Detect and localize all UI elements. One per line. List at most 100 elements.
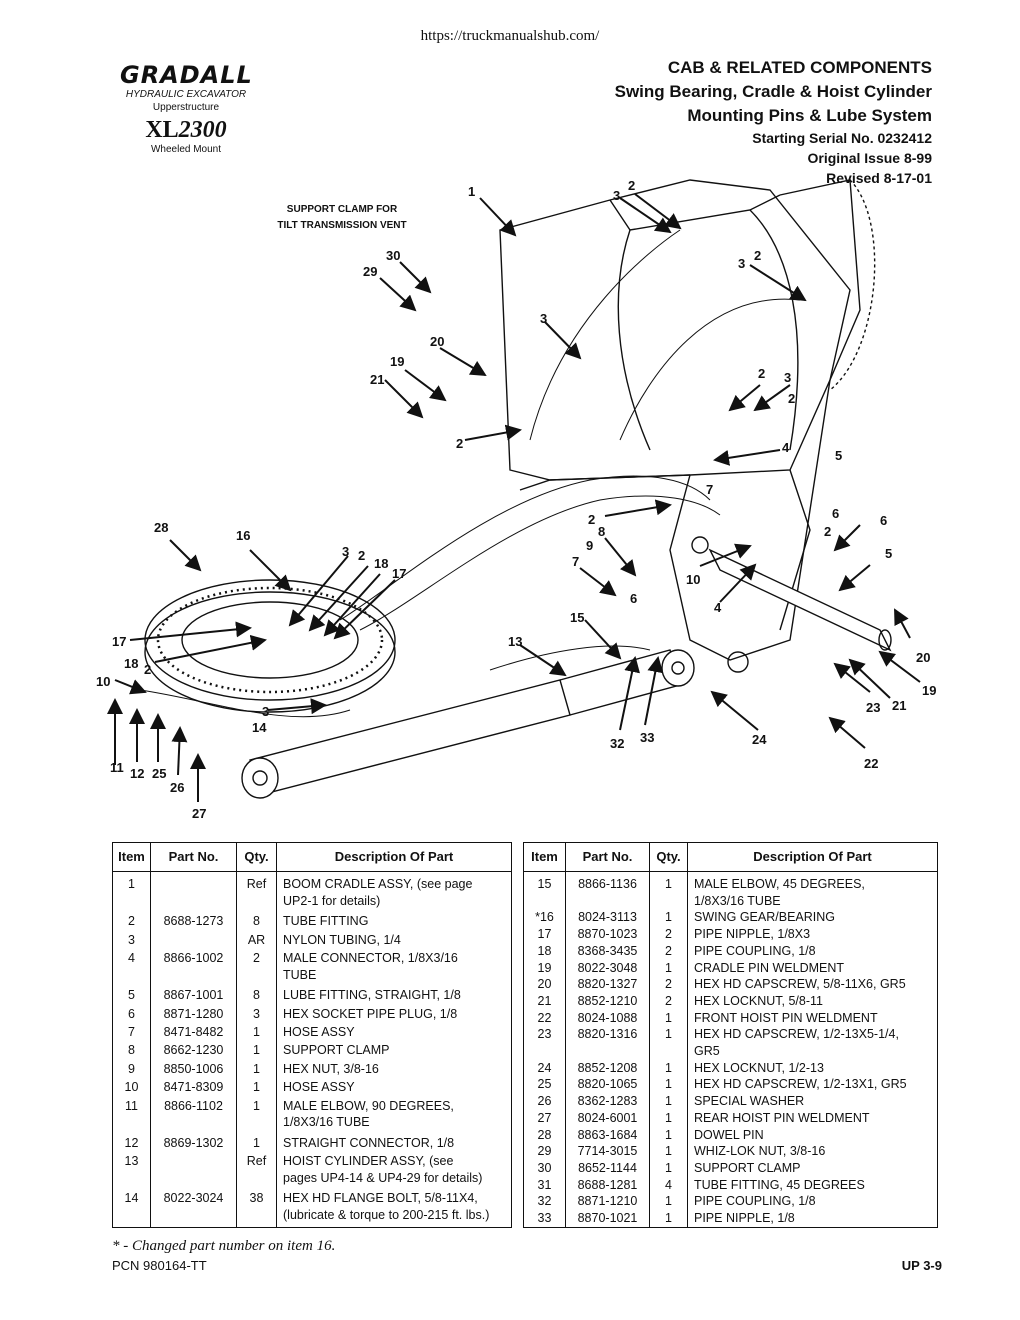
description-line: SUPPORT CLAMP xyxy=(694,1160,801,1175)
qty-cell: 1 xyxy=(236,1042,277,1061)
description-line: TUBE FITTING xyxy=(283,914,369,929)
callout-arrows xyxy=(107,193,921,802)
item-cell: 1 xyxy=(112,871,151,914)
item-cell: 17 xyxy=(523,926,566,943)
description-cell: PIPE NIPPLE, 1/8 xyxy=(687,1210,938,1229)
description-cell: HEX LOCKNUT, 5/8-11 xyxy=(687,992,938,1010)
part-number-cell: 8471-8309 xyxy=(150,1079,237,1098)
qty-cell: 1 xyxy=(649,1076,688,1094)
source-url[interactable]: https://truckmanualshub.com/ xyxy=(420,28,600,44)
callout: 25 xyxy=(152,766,166,781)
part-number-cell: 8852-1208 xyxy=(565,1059,650,1077)
callout-numbers: 1 2 3 3 2 30 29 3 20 19 21 2 2 3 2 4 5 7… xyxy=(96,178,936,821)
model-prefix: XL xyxy=(145,117,179,143)
qty-cell: 1 xyxy=(649,1143,688,1160)
callout: 2 xyxy=(588,512,595,527)
callout: 8 xyxy=(598,524,605,539)
description-cell: DOWEL PIN xyxy=(687,1126,938,1144)
callout: 5 xyxy=(885,546,892,561)
item-cell: 22 xyxy=(523,1009,566,1027)
description-cell: STRAIGHT CONNECTOR, 1/8 xyxy=(276,1134,512,1154)
cradle-pin-drawing xyxy=(708,548,892,652)
description-line: STRAIGHT CONNECTOR, 1/8 xyxy=(283,1135,455,1150)
part-number-cell: 8870-1023 xyxy=(565,926,650,943)
description-line: SUPPORT CLAMP xyxy=(283,1043,390,1058)
description-line: HEX HD CAPSCREW, 1/2-13X5-1/4, xyxy=(694,1027,899,1042)
description-line: BOOM CRADLE ASSY, (see page xyxy=(283,877,473,891)
qty-cell: 38 xyxy=(236,1189,277,1228)
callout: 3 xyxy=(342,544,349,559)
qty-cell: 3 xyxy=(236,1005,277,1024)
original-issue: Original Issue 8-99 xyxy=(807,150,933,166)
description-line: PIPE NIPPLE, 1/8X3 xyxy=(694,927,811,942)
description-cell: SUPPORT CLAMP xyxy=(687,1159,938,1177)
page-number: UP 3-9 xyxy=(901,1258,942,1273)
qty-cell: 8 xyxy=(236,987,277,1006)
item-cell: 32 xyxy=(523,1193,566,1211)
description-cell: TUBE FITTING, 45 DEGREES xyxy=(687,1176,938,1194)
qty-cell: Ref xyxy=(236,1153,277,1190)
description-cell: HEX HD CAPSCREW, 1/2-13X5-1/4, GR5 xyxy=(687,1026,938,1060)
qty-cell: 1 xyxy=(649,1109,688,1127)
callout: 22 xyxy=(864,756,878,771)
description-line: 1/8X3/16 TUBE xyxy=(283,1115,370,1130)
description-line: HOIST CYLINDER ASSY, (see xyxy=(283,1154,454,1169)
description-cell: HEX HD CAPSCREW, 5/8-11X6, GR5 xyxy=(687,976,938,993)
item-cell: 11 xyxy=(112,1097,151,1135)
part-number-cell xyxy=(150,931,237,951)
serial-number: Starting Serial No. 0232412 xyxy=(752,130,932,146)
callout: 18 xyxy=(374,556,388,571)
part-number-cell: 8024-3113 xyxy=(565,909,650,927)
part-number-cell: 8867-1001 xyxy=(150,987,237,1006)
item-cell: 15 xyxy=(523,871,566,910)
item-cell: 26 xyxy=(523,1093,566,1110)
callout: 16 xyxy=(236,528,250,543)
callout: 29 xyxy=(363,264,377,279)
item-cell: 20 xyxy=(523,976,566,993)
callout: 5 xyxy=(835,448,842,463)
qty-cell: 1 xyxy=(649,871,688,910)
description-line: MALE CONNECTOR, 1/8X3/16 xyxy=(283,951,458,966)
part-number-cell: 8871-1280 xyxy=(150,1005,237,1024)
part-number-cell xyxy=(150,871,237,914)
description-line: DOWEL PIN xyxy=(694,1127,764,1142)
part-number-cell: 8850-1006 xyxy=(150,1060,237,1080)
description-cell: NYLON TUBING, 1/4 xyxy=(276,931,512,951)
description-cell: PIPE COUPLING, 1/8 xyxy=(687,1193,938,1211)
description-line: HEX HD CAPSCREW, 5/8-11X6, GR5 xyxy=(694,977,906,992)
header-item: Item xyxy=(523,842,566,872)
description-cell: HEX SOCKET PIPE PLUG, 1/8 xyxy=(276,1005,512,1024)
callout: 2 xyxy=(358,548,365,563)
callout: 6 xyxy=(832,506,839,521)
description-cell: HOSE ASSY xyxy=(276,1079,512,1098)
callout: 20 xyxy=(916,650,930,665)
part-number-cell: 8368-3435 xyxy=(565,942,650,960)
callout: 18 xyxy=(124,656,138,671)
callout: 26 xyxy=(170,780,184,795)
description-line: WHIZ-LOK NUT, 3/8-16 xyxy=(694,1144,826,1159)
callout: 32 xyxy=(610,736,624,751)
header-description: Description Of Part xyxy=(276,842,512,872)
callout: 3 xyxy=(262,704,269,719)
item-cell: 13 xyxy=(112,1153,151,1190)
callout: 28 xyxy=(154,520,168,535)
callout: 23 xyxy=(866,700,880,715)
description-line: PIPE NIPPLE, 1/8 xyxy=(694,1211,795,1226)
callout: 27 xyxy=(192,806,206,821)
callout: 24 xyxy=(752,732,767,747)
item-cell: 7 xyxy=(112,1024,151,1043)
description-line: NYLON TUBING, 1/4 xyxy=(283,932,401,947)
description-line: GR5 xyxy=(694,1044,720,1059)
brand-mount: Wheeled Mount xyxy=(150,144,222,155)
